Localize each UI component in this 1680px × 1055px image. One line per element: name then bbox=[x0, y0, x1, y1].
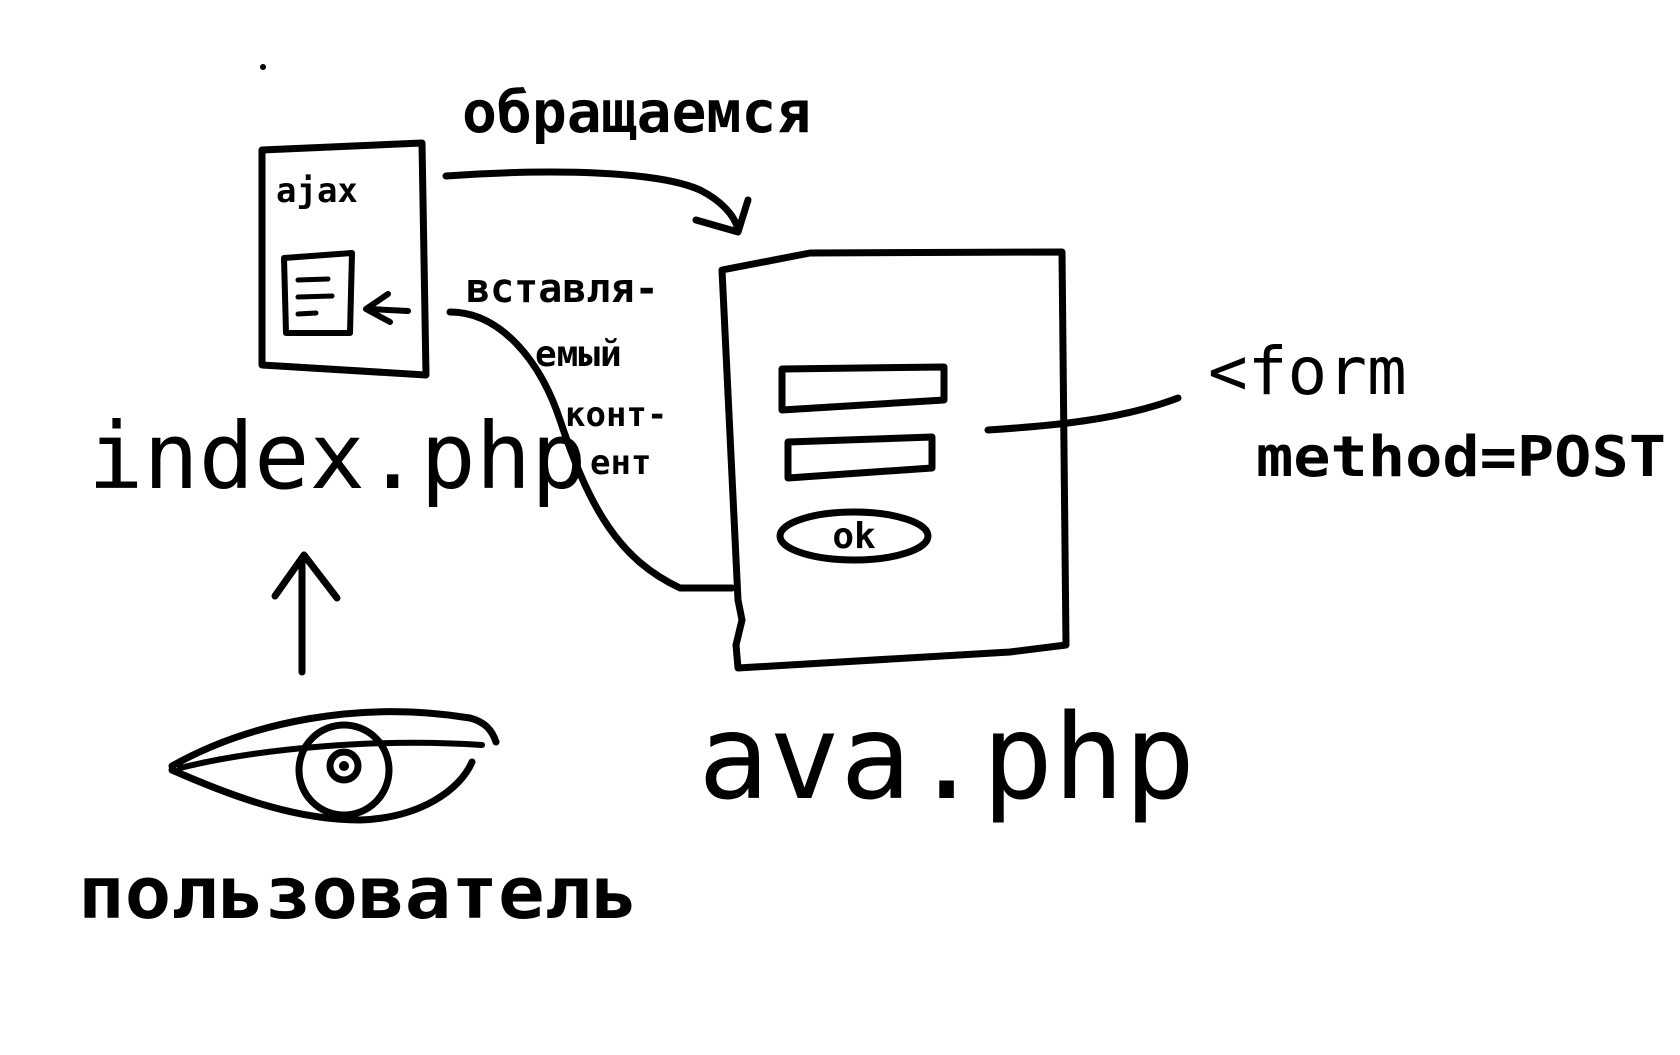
inserted-content-line-2: емый bbox=[535, 334, 622, 375]
inserted-content-curve bbox=[446, 308, 736, 592]
inserted-content-line-1: вставля- bbox=[466, 266, 659, 312]
inserted-content-label: вставля- емый конт- ент bbox=[466, 266, 667, 483]
user-arrow bbox=[271, 551, 341, 676]
slot-arrow bbox=[363, 291, 411, 325]
inserted-content-line-3: конт- bbox=[565, 395, 667, 435]
request-label: обращаемся bbox=[462, 78, 811, 146]
eye-icon bbox=[168, 708, 500, 824]
ok-button-label: ok bbox=[832, 516, 876, 557]
user-label: пользователь bbox=[78, 851, 638, 935]
ok-button: ok bbox=[776, 508, 932, 564]
document-icon bbox=[281, 250, 355, 336]
form-annotation-line bbox=[984, 394, 1182, 434]
ava-page-box: ok bbox=[718, 248, 1070, 672]
ava-file-label: ava.php bbox=[698, 688, 1195, 826]
index-page-box: ajax bbox=[258, 139, 430, 379]
request-arrow bbox=[442, 168, 752, 236]
form-input-1 bbox=[778, 363, 948, 414]
ajax-label: ajax bbox=[276, 171, 358, 211]
index-file-label: index.php bbox=[88, 403, 587, 510]
form-tag-line-1: <form bbox=[1208, 333, 1407, 410]
form-tag-line-2: method=POST bbox=[1256, 425, 1666, 490]
form-input-2 bbox=[784, 433, 936, 482]
stray-dot bbox=[260, 64, 266, 70]
inserted-content-line-4: ент bbox=[590, 443, 651, 483]
